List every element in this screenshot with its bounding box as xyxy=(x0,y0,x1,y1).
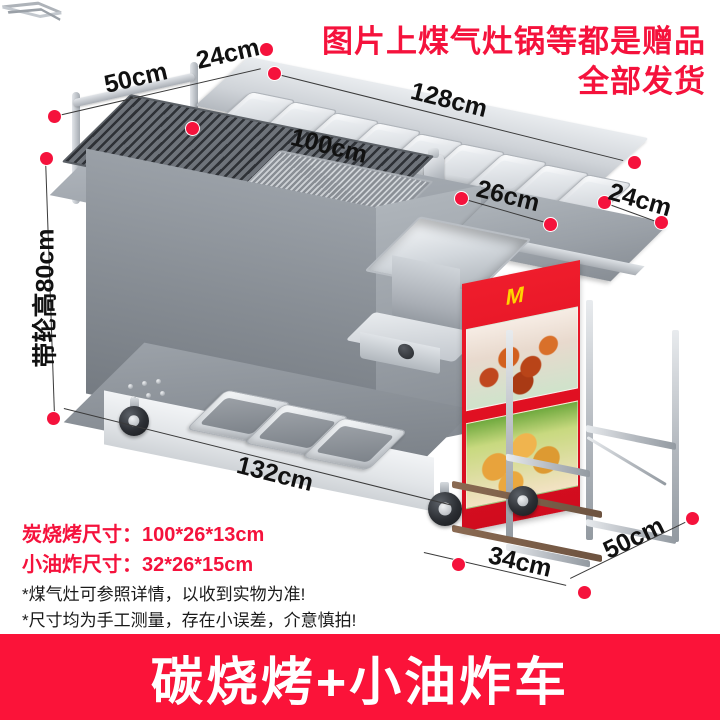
endpoint-dot xyxy=(598,196,611,209)
note-line-2: *尺寸均为手工测量，存在小误差，介意慎拍! xyxy=(22,611,357,630)
endpoint-dot xyxy=(455,192,468,205)
wheel-rear-left xyxy=(119,406,149,436)
endpoint-dot xyxy=(628,156,641,169)
ad-panel-logo: M xyxy=(504,280,527,311)
promo-text-line-1: 图片上煤气灶锅等都是赠品 xyxy=(322,24,706,59)
endpoint-dot xyxy=(686,512,699,525)
endpoint-dot xyxy=(544,218,557,231)
caster-mount xyxy=(130,398,139,410)
endpoint-dot xyxy=(578,586,591,599)
endpoint-dot xyxy=(260,43,273,56)
burner-cap-top xyxy=(428,148,439,158)
endpoint-dot xyxy=(47,412,60,425)
endpoint-dot xyxy=(655,216,668,229)
endpoint-dot xyxy=(452,558,465,571)
endpoint-dot xyxy=(186,122,199,135)
bolt xyxy=(156,379,161,384)
rack-post-front xyxy=(672,330,679,542)
endpoint-dot xyxy=(40,152,53,165)
bolt xyxy=(146,393,151,398)
rack-post-inner xyxy=(506,330,513,540)
promo-text-line-2: 全部发货 xyxy=(578,64,706,99)
tongs-icon xyxy=(0,0,68,32)
dim-label-height-80: 带轮高80cm xyxy=(31,228,60,368)
bbq-cart-illustration: M xyxy=(0,0,720,640)
wheel-front-right xyxy=(508,486,538,516)
spec-line-1: 炭烧烤尺寸：100*26*13cm xyxy=(22,524,265,546)
endpoint-dot xyxy=(48,110,61,123)
banner-title-text: 碳烧烤+小油炸车 xyxy=(150,653,570,712)
caster-mount xyxy=(440,482,449,494)
bolt xyxy=(160,391,165,396)
bolt xyxy=(142,381,147,386)
ad-photo-skewers xyxy=(466,306,578,412)
rack-post-rear xyxy=(586,300,593,540)
bolt xyxy=(128,384,133,389)
endpoint-dot xyxy=(268,67,281,80)
spec-line-2: 小油炸尺寸：32*26*15cm xyxy=(22,554,254,576)
bottom-title-banner: 碳烧烤+小油炸车 xyxy=(0,634,720,720)
note-line-1: *煤气灶可参照详情，以收到实物为准! xyxy=(22,585,306,604)
wheel-front-left xyxy=(428,492,462,526)
